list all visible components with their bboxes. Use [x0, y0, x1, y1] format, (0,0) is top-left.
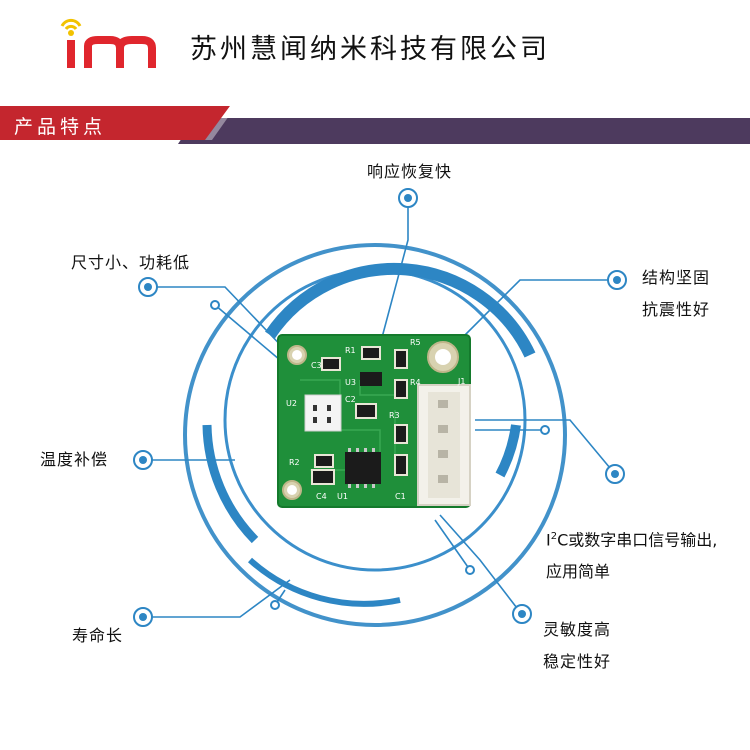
logo-text: im — [58, 16, 59, 17]
target-sensitivity — [512, 604, 532, 624]
feature-structure-line2: 抗震性好 — [642, 300, 711, 319]
silk-r4: R4 — [410, 378, 421, 387]
outer-ring — [183, 243, 567, 627]
thick-arc-right — [495, 424, 521, 478]
feature-structure: 结构坚固 抗震性好 — [642, 262, 710, 326]
res-r3 — [394, 424, 408, 444]
cap-c4 — [311, 469, 335, 485]
silk-r5: R5 — [410, 338, 421, 347]
cap-c2 — [355, 403, 377, 419]
target-size — [138, 277, 158, 297]
dot-small-4 — [270, 600, 280, 610]
target-markers — [133, 188, 627, 627]
ic-u1 — [345, 452, 381, 484]
feature-temp-compensation: 温度补偿 — [40, 450, 109, 469]
feature-sensitivity-line2: 稳定性好 — [543, 652, 612, 671]
cap-c3 — [321, 357, 341, 371]
interface-suffix: C或数字串口信号输出, — [557, 530, 718, 550]
silk-u2: U2 — [286, 399, 297, 408]
feature-sensitivity: 灵敏度高 稳定性好 — [543, 614, 611, 678]
target-lifetime — [133, 607, 153, 627]
ic-u3 — [360, 372, 382, 386]
res-r5 — [394, 349, 408, 369]
feature-interface-line2: 应用简单 — [546, 562, 611, 582]
res-r2 — [314, 454, 334, 468]
res-r1 — [361, 346, 381, 360]
thick-arc-bottom — [247, 557, 401, 607]
sensor-chip — [304, 394, 342, 432]
silk-c3: C3 — [311, 361, 322, 370]
dot-small-3 — [465, 565, 475, 575]
silk-u3: U3 — [345, 378, 356, 387]
company-name: 苏州慧闻纳米科技有限公司 — [190, 34, 550, 65]
silk-r3: R3 — [389, 411, 400, 420]
feature-sensitivity-line1: 灵敏度高 — [543, 620, 612, 639]
feature-interface-line1: I2C或数字串口信号输出, — [546, 521, 717, 556]
thick-arc-left — [202, 424, 259, 544]
feature-size-power: 尺寸小、功耗低 — [71, 253, 191, 272]
silk-r2: R2 — [289, 458, 300, 467]
interface-superscript: 2 — [550, 531, 558, 542]
interface-prefix: I — [546, 530, 551, 550]
dot-small-1 — [210, 300, 220, 310]
feature-diagram: C3 R1 R5 U3 C2 R4 J1 U2 R2 R3 C4 U1 C1 — [133, 188, 627, 627]
feature-structure-line1: 结构坚固 — [642, 268, 711, 287]
feature-interface: I2C或数字串口信号输出, 应用简单 — [546, 521, 717, 588]
sensor-pcb: C3 R1 R5 U3 C2 R4 J1 U2 R2 R3 C4 U1 C1 — [277, 334, 471, 508]
target-interface — [605, 464, 625, 484]
silk-c4: C4 — [316, 492, 327, 501]
silk-c2: C2 — [345, 395, 356, 404]
header: im 苏州慧闻纳米科技有限公司 — [0, 0, 750, 95]
company-logo: im — [58, 16, 156, 68]
silk-u1: U1 — [337, 492, 348, 501]
target-structure — [607, 270, 627, 290]
dot-small-2 — [540, 425, 550, 435]
section-banner — [0, 106, 750, 144]
target-temp — [133, 450, 153, 470]
res-r4 — [394, 379, 408, 399]
silk-j1: J1 — [457, 377, 465, 386]
feature-response: 响应恢复快 — [367, 162, 453, 181]
feature-lifetime: 寿命长 — [72, 626, 124, 645]
target-response — [398, 188, 418, 208]
cap-c1 — [394, 454, 408, 476]
banner-title: 产品特点 — [14, 116, 107, 138]
thick-arc-top — [265, 262, 536, 358]
silk-r1: R1 — [345, 346, 356, 355]
silk-c1: C1 — [395, 492, 406, 501]
